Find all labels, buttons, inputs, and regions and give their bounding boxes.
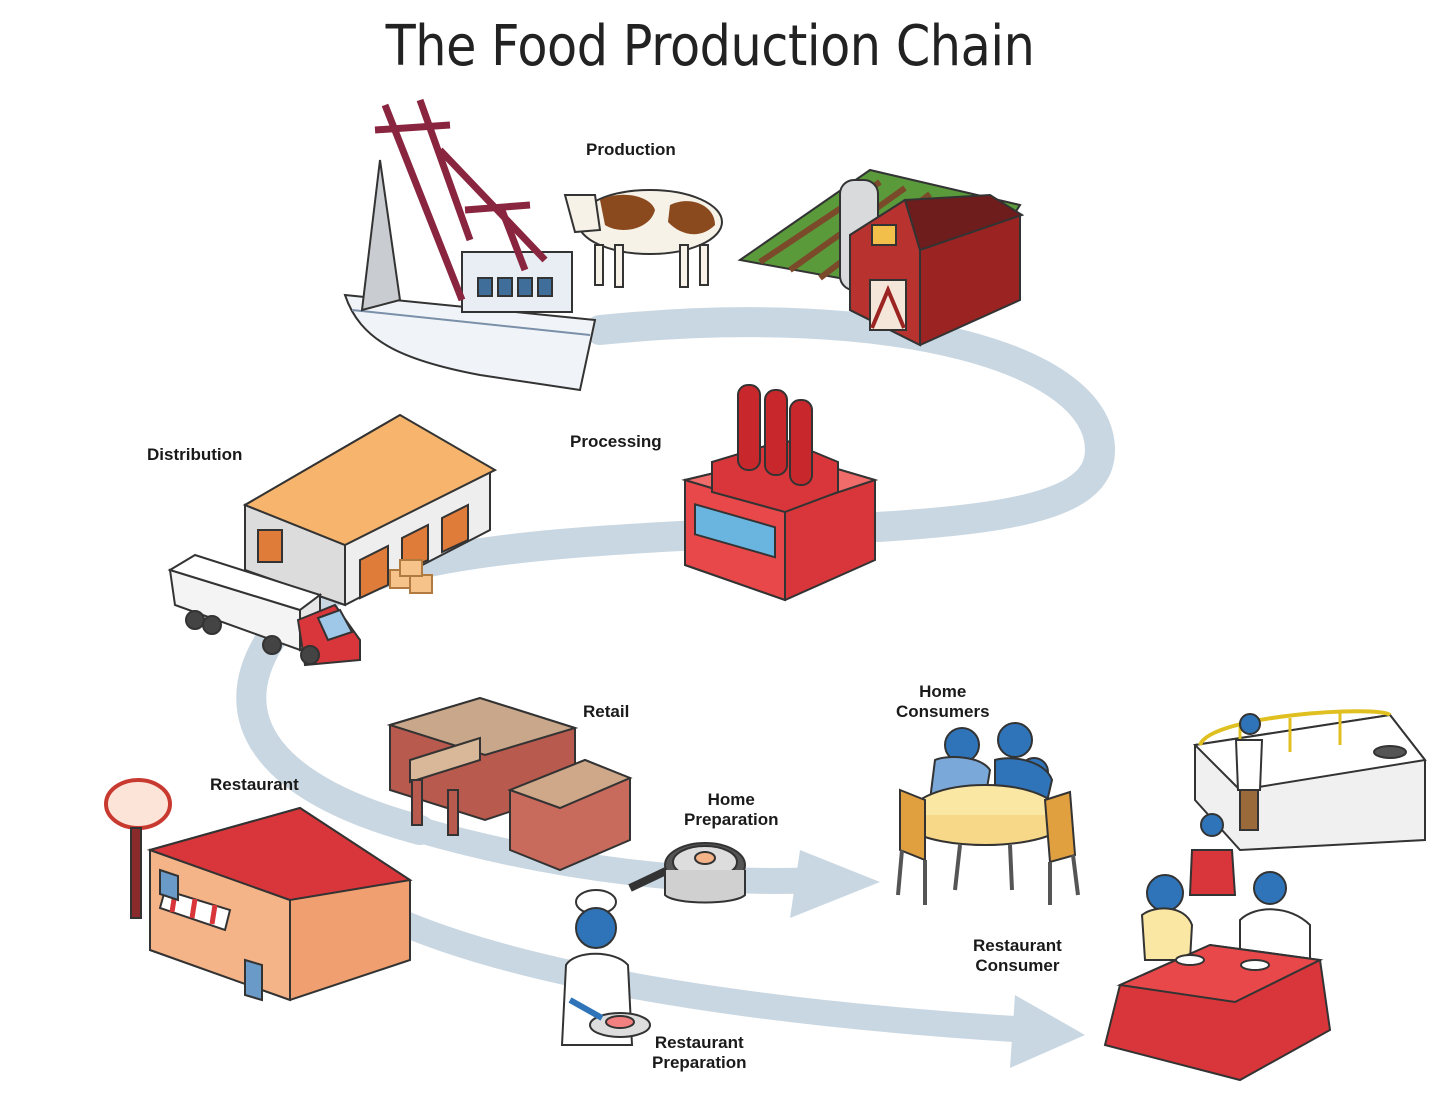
home-consumers-icon: [896, 722, 1080, 905]
factory-icon: [681, 384, 879, 602]
label-retail: Retail: [583, 702, 630, 721]
flow-arrow-home: [790, 850, 880, 918]
chef-icon: [560, 889, 651, 1046]
label-production: Production: [586, 140, 676, 159]
warehouse-icon: [242, 413, 498, 607]
label-processing: Processing: [570, 432, 662, 451]
label-restaurant-preparation: Restaurant Preparation: [652, 1033, 747, 1072]
cow-icon: [563, 189, 723, 288]
label-home-preparation: Home Preparation: [684, 790, 779, 829]
label-distribution: Distribution: [147, 445, 243, 464]
delivery-truck-icon: [167, 553, 361, 667]
retail-store-icon: [386, 696, 633, 872]
frying-pan-icon: [628, 842, 746, 904]
flow-path-home: [407, 817, 833, 894]
flow-arrow-restaurant: [1010, 995, 1085, 1068]
buffet-counter-icon: [1192, 709, 1427, 852]
restaurant-building-icon: [104, 778, 413, 1002]
fishing-boat-icon: [343, 98, 597, 392]
label-restaurant: Restaurant: [210, 775, 299, 794]
diagram-title: The Food Production Chain: [385, 14, 1035, 79]
farm-barn-icon: [737, 168, 1025, 347]
restaurant-diners-icon: [1103, 813, 1332, 1082]
label-restaurant-consumer: Restaurant Consumer: [973, 936, 1062, 975]
label-home-consumers: Home Consumers: [896, 682, 990, 721]
